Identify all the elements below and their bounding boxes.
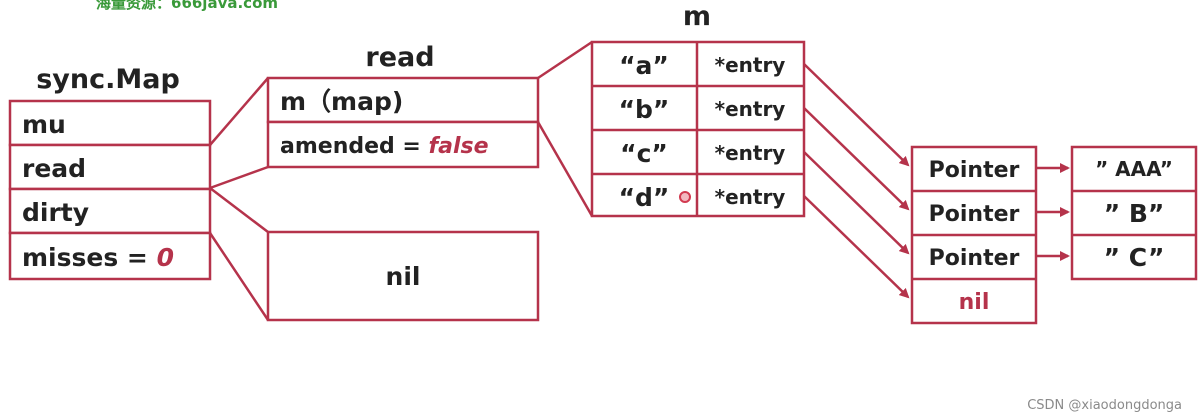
- m-value: *entry: [715, 141, 786, 165]
- syncmap-field-misses: [8, 231, 212, 281]
- syncmap-struct: sync.Map mu read dirty misses = 0: [8, 64, 212, 281]
- entry-d-arrow: [803, 195, 910, 299]
- syncmap-field-label: read: [22, 154, 86, 183]
- syncmap-field-label: misses = 0: [22, 243, 174, 272]
- m-key: “b”: [619, 95, 670, 124]
- m-key: “a”: [619, 51, 669, 80]
- read-connector-bottom: [209, 165, 269, 190]
- amended-value: false: [429, 134, 489, 159]
- entry-b-arrow: [803, 107, 910, 211]
- dirty-struct: nil: [266, 230, 540, 322]
- value-frame: [1070, 145, 1198, 281]
- dirty-connector-bottom: [208, 232, 270, 321]
- pointer-nil-label: nil: [959, 290, 990, 315]
- syncmap-title: sync.Map: [36, 64, 180, 95]
- watermark: CSDN @xiaodongdonga: [1027, 398, 1182, 413]
- value-label: ” B”: [1104, 199, 1165, 228]
- pointer-label: Pointer: [929, 202, 1020, 227]
- dirty-nil-box: [266, 230, 540, 322]
- read-title: read: [365, 42, 434, 73]
- read-connector-top: [209, 77, 269, 146]
- read-m-label: m（map): [280, 87, 403, 116]
- read-field-amended: [266, 120, 540, 169]
- dirty-connector-top: [209, 187, 269, 233]
- value-label: ” AAA”: [1095, 157, 1173, 181]
- syncmap-field-mu: [8, 99, 212, 147]
- m-table-title: m: [683, 1, 711, 32]
- value-label: ” C”: [1104, 243, 1165, 272]
- value-column: ” AAA” ” B” ” C”: [1070, 145, 1198, 281]
- top-watermark: 海量资源：666java.com: [96, 0, 279, 12]
- read-field-m: [266, 76, 540, 124]
- misses-value: 0: [157, 243, 174, 272]
- m-key: “c”: [620, 139, 668, 168]
- connectors: [208, 40, 1070, 321]
- syncmap-field-label: mu: [22, 110, 66, 139]
- m-key: “d”: [619, 183, 670, 212]
- entry-c-arrow: [803, 151, 910, 255]
- m-value: *entry: [715, 53, 786, 77]
- pointer-column: Pointer Pointer Pointer nil: [910, 145, 1038, 325]
- m-table: m “a” “b” “c” “d” *entry *entry *entry *…: [590, 1, 806, 218]
- syncmap-field-dirty: [8, 187, 212, 235]
- amended-label: amended =: [280, 134, 429, 159]
- m-value: *entry: [715, 185, 786, 209]
- dirty-nil-text: nil: [386, 262, 421, 291]
- read-amended-label: amended = false: [280, 134, 489, 159]
- map-connector-bottom: [536, 121, 594, 217]
- read-struct: read m（map) amended = false: [266, 42, 540, 169]
- map-connector-top: [537, 40, 593, 80]
- syncmap-field-label: dirty: [22, 198, 89, 227]
- m-value: *entry: [715, 97, 786, 121]
- pointer-label: Pointer: [929, 246, 1020, 271]
- cursor-dot-icon: [679, 191, 691, 203]
- entry-a-arrow: [803, 63, 910, 167]
- pointer-label: Pointer: [929, 158, 1020, 183]
- misses-label: misses =: [22, 243, 157, 272]
